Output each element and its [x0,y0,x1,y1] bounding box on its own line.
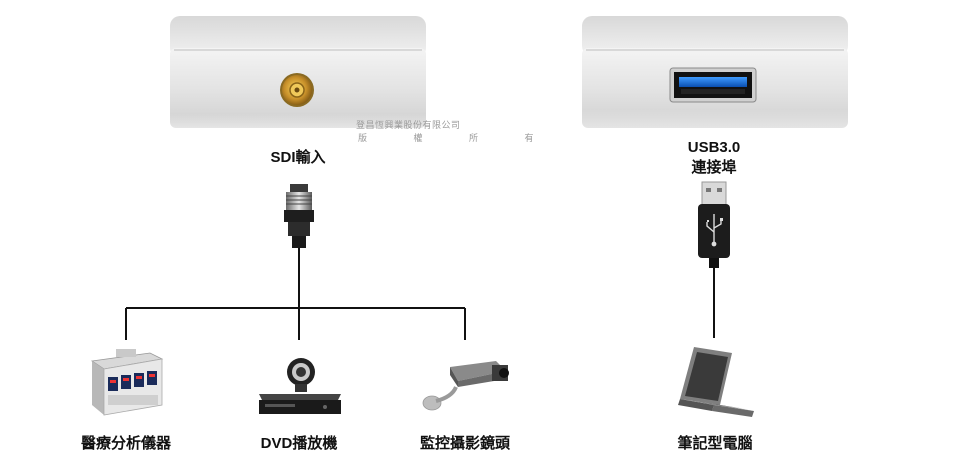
usb-port-label-line1: USB3.0 [687,139,741,156]
dvd-player-icon [259,358,341,414]
laptop-label: 筆記型電腦 [677,435,753,452]
laptop-icon [678,347,754,417]
usb3-port-icon [669,67,757,103]
surveillance-camera-icon [422,361,509,411]
medical-analyzer-label: 醫療分析儀器 [80,435,171,452]
sdi-bnc-port-icon [280,73,314,107]
usb-port-label-line2: 連接埠 [691,159,737,176]
watermark-rights: 版 權 所 有 [358,133,556,143]
sdi-port-label: SDI輸入 [270,149,326,166]
surveillance-camera-label: 監控攝影鏡頭 [419,435,510,452]
dvd-player-label: DVD播放機 [260,435,338,452]
bnc-cable-connector-icon [284,184,314,248]
medical-analyzer-icon [90,349,164,416]
watermark-company: 登昌恆興業股份有限公司 [356,120,461,130]
usb-plug-icon [698,181,730,268]
